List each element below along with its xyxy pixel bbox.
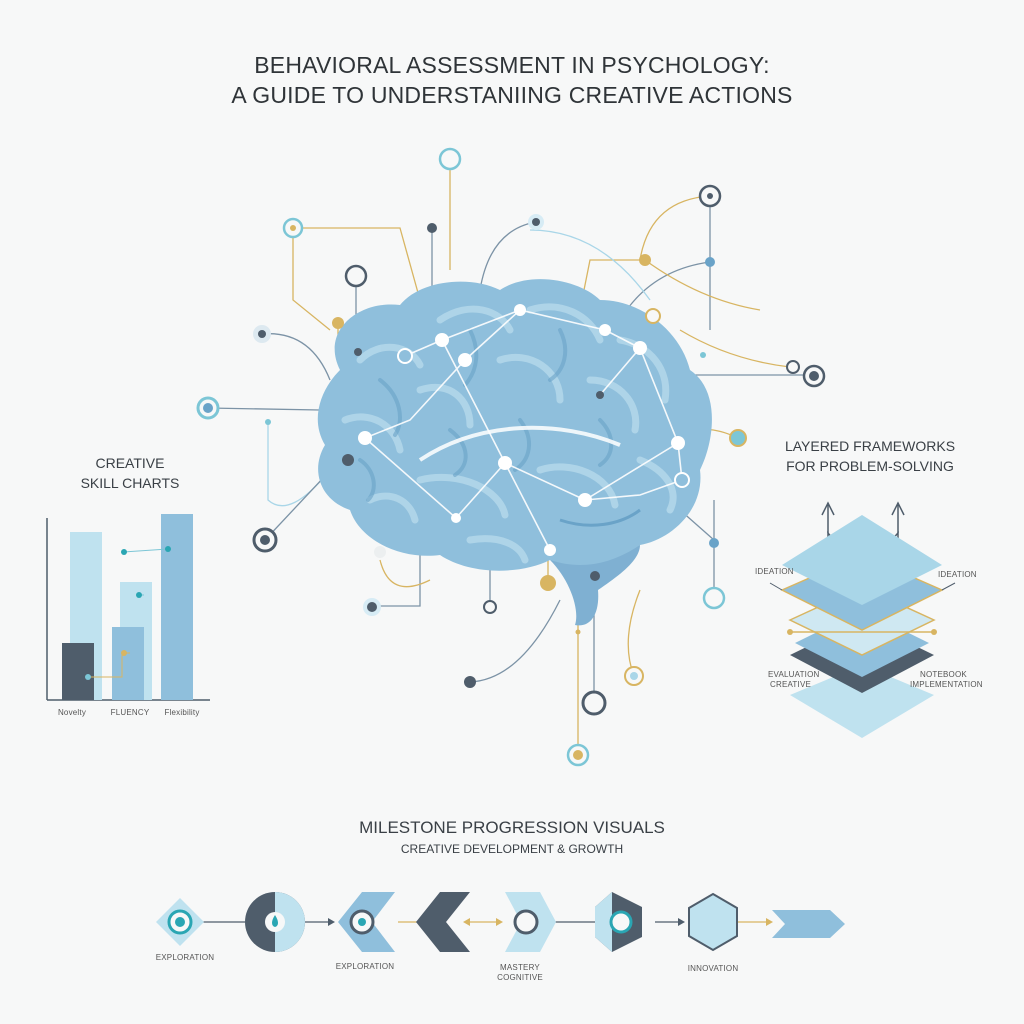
milestone-step-7 bbox=[688, 892, 738, 952]
bar-novelty-dark bbox=[62, 643, 94, 700]
milestone-step-8 bbox=[772, 910, 845, 938]
layered-frameworks-diagram bbox=[769, 501, 956, 738]
x-label-flexibility: Flexibility bbox=[164, 708, 200, 717]
milestone-label-cognitive: COGNITIVE bbox=[497, 973, 543, 982]
bar-fluency-mid bbox=[112, 627, 144, 700]
x-label-fluency: FLUENCY bbox=[110, 708, 150, 717]
milestone-step-6 bbox=[595, 892, 642, 952]
framework-label-creative: CREATIVE bbox=[770, 680, 812, 689]
outer-nodes bbox=[196, 147, 826, 767]
milestone-step-3 bbox=[338, 892, 395, 952]
milestone-progression bbox=[156, 892, 845, 952]
page-title-line1: BEHAVIORAL ASSESSMENT IN PSYCHOLOGY: bbox=[254, 52, 770, 78]
milestone-label-innovation: INNOVATION bbox=[687, 964, 739, 973]
bar-flexibility bbox=[161, 514, 193, 700]
layer-top bbox=[782, 515, 942, 605]
milestone-subtitle: CREATIVE DEVELOPMENT & GROWTH bbox=[400, 842, 624, 856]
frameworks-title-line2: FOR PROBLEM-SOLVING bbox=[786, 458, 954, 474]
page-title-line2: A GUIDE TO UNDERSTANIING CREATIVE ACTION… bbox=[231, 82, 793, 108]
framework-label-evaluation: EVALUATION bbox=[768, 670, 820, 679]
frameworks-title-line1: LAYERED FRAMEWORKS bbox=[784, 438, 956, 454]
brain-illustration bbox=[317, 279, 712, 626]
layer-bottom bbox=[790, 665, 934, 738]
milestone-step-2 bbox=[245, 892, 305, 952]
framework-label-notebook: NOTEBOOK bbox=[920, 670, 967, 679]
milestone-label-exploration-2: EXPLORATION bbox=[335, 962, 395, 971]
milestone-label-mastery: MASTERY bbox=[500, 963, 540, 972]
skill-charts-title-line1: CREATIVE bbox=[95, 455, 165, 471]
skill-charts-title-line2: SKILL CHARTS bbox=[80, 475, 180, 491]
framework-label-ideation-right: IDEATION bbox=[938, 570, 977, 579]
milestone-step-4 bbox=[416, 892, 470, 952]
skill-bar-chart bbox=[46, 514, 210, 701]
brain-inner-nodes bbox=[342, 304, 690, 581]
milestone-step-1 bbox=[156, 898, 204, 946]
framework-label-ideation-left: IDEATION bbox=[755, 567, 794, 576]
milestone-title: MILESTONE PROGRESSION VISUALS bbox=[359, 818, 665, 837]
milestone-label-exploration-1: EXPLORATION bbox=[155, 953, 215, 962]
x-label-novelty: Novelty bbox=[57, 708, 87, 717]
milestone-step-5 bbox=[505, 892, 556, 952]
framework-label-implementation: IMPLEMENTATION bbox=[910, 680, 983, 689]
